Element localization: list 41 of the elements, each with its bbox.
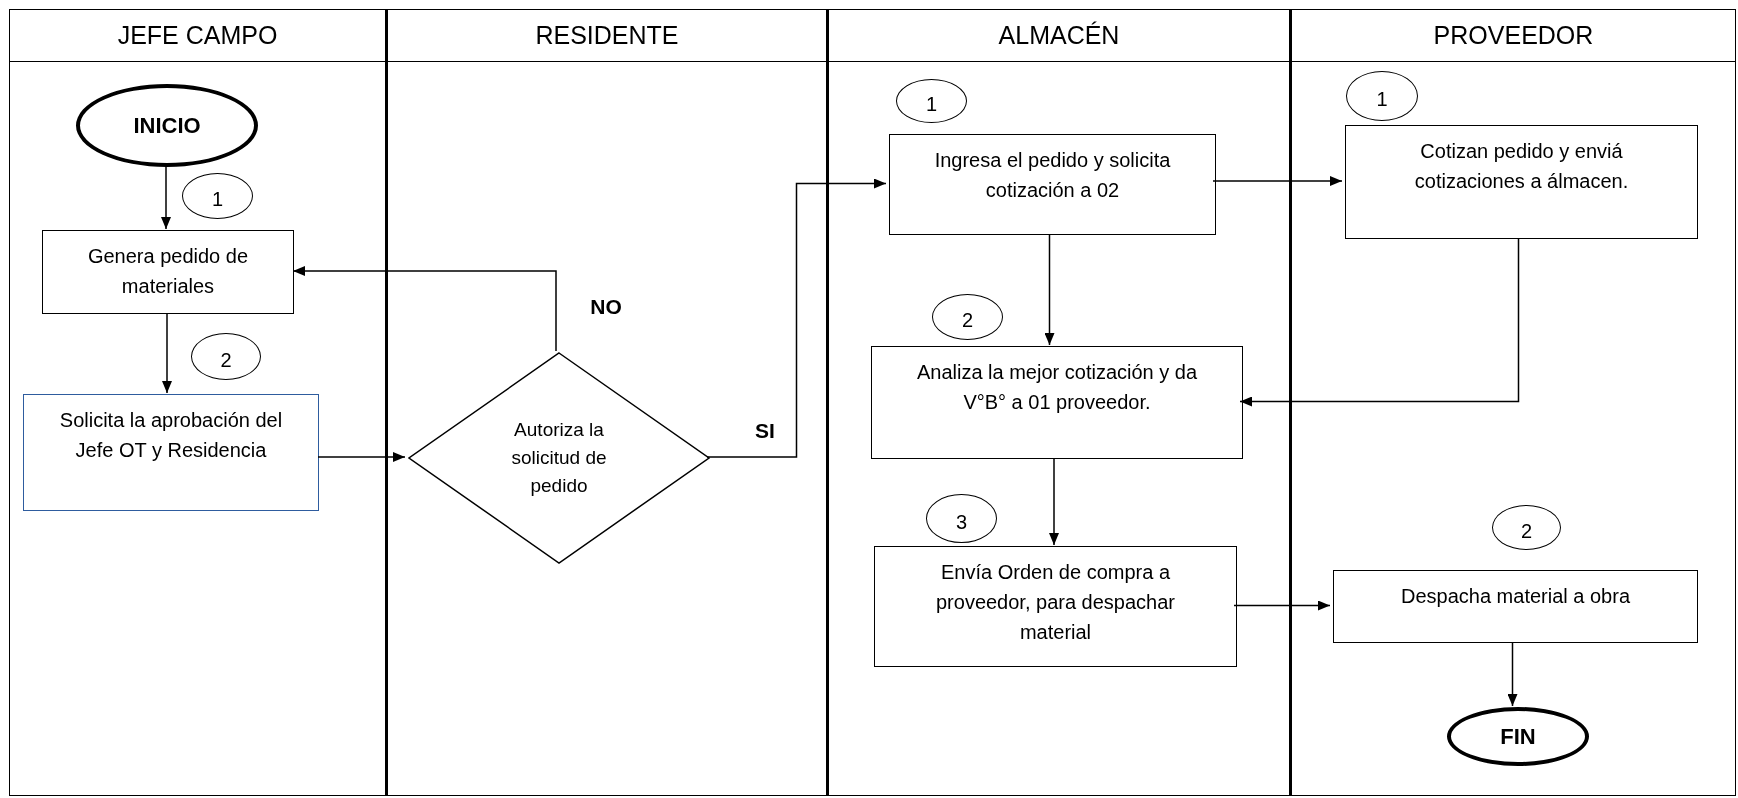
arrow: [1049, 457, 1059, 546]
arrow: [706, 178, 887, 458]
node-text: Autoriza la solicitud de pedido: [511, 419, 607, 496]
node-text: Solicita la aprobación del Jefe OT y Residencia: [58, 408, 284, 463]
decision-diamond: [408, 352, 710, 564]
node-text: Cotizan pedido y enviá cotizaciones a álmacen.: [1413, 139, 1630, 194]
swimlane: [1289, 9, 1736, 796]
arrow: [292, 266, 557, 352]
process-box: [23, 394, 319, 511]
swimlane: [826, 9, 1289, 796]
process-box: [889, 134, 1216, 235]
node-text: 1: [925, 92, 938, 117]
node-text: FIN: [1500, 723, 1536, 751]
node-text: 3: [955, 509, 968, 535]
node-text: Envía Orden de compra a proveedor, para despachar material: [934, 560, 1177, 645]
arrow: [1507, 641, 1518, 707]
arrow: [161, 165, 171, 230]
node-text: 1: [1376, 87, 1388, 112]
node-text: 2: [220, 347, 232, 373]
process-box: [1345, 125, 1698, 239]
swimlane: [9, 9, 385, 796]
node-text: Despacha material a obra: [1401, 584, 1630, 609]
process-box: [1333, 570, 1698, 643]
arrow: [162, 312, 172, 394]
arrow: [1044, 233, 1055, 346]
node-text: 1: [211, 187, 224, 212]
arrow: [1239, 237, 1520, 407]
node-text: Analiza la mejor cotización y da V°B° a 01 proveedor.: [915, 360, 1199, 415]
node-text: INICIO: [133, 112, 201, 140]
process-box: [871, 346, 1243, 459]
node-text: Ingresa el pedido y solicita cotización a 02: [933, 148, 1172, 203]
arrow: [1233, 600, 1331, 611]
node-text: Genera pedido de materiales: [86, 244, 250, 299]
node-text: 2: [1520, 518, 1533, 544]
lane-header: PROVEEDOR: [1292, 10, 1735, 62]
arrow: [317, 452, 406, 462]
node-text: 2: [961, 308, 974, 333]
process-box: [874, 546, 1237, 667]
arrow: [1212, 176, 1343, 186]
process-box: [42, 230, 294, 314]
swimlane: [385, 9, 826, 796]
